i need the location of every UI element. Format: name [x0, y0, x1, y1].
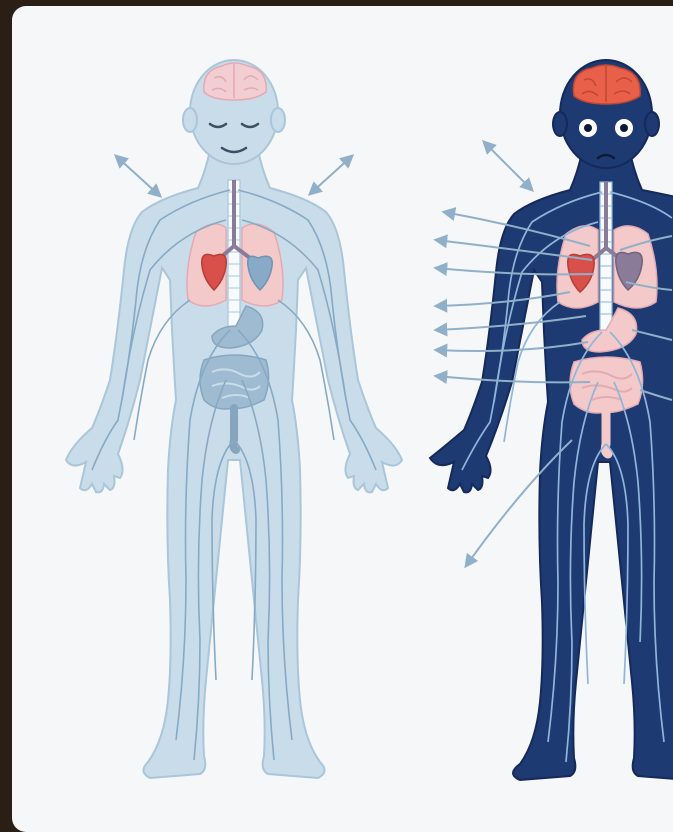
calm-figure — [66, 60, 402, 778]
stressed-brain — [573, 65, 640, 104]
calm-intestines — [200, 355, 269, 409]
calm-brain — [204, 63, 266, 100]
stressed-intestines — [570, 357, 643, 413]
stressed-figure — [430, 60, 673, 780]
nervous-system-illustration — [12, 6, 673, 832]
illustration-frame — [12, 6, 673, 832]
